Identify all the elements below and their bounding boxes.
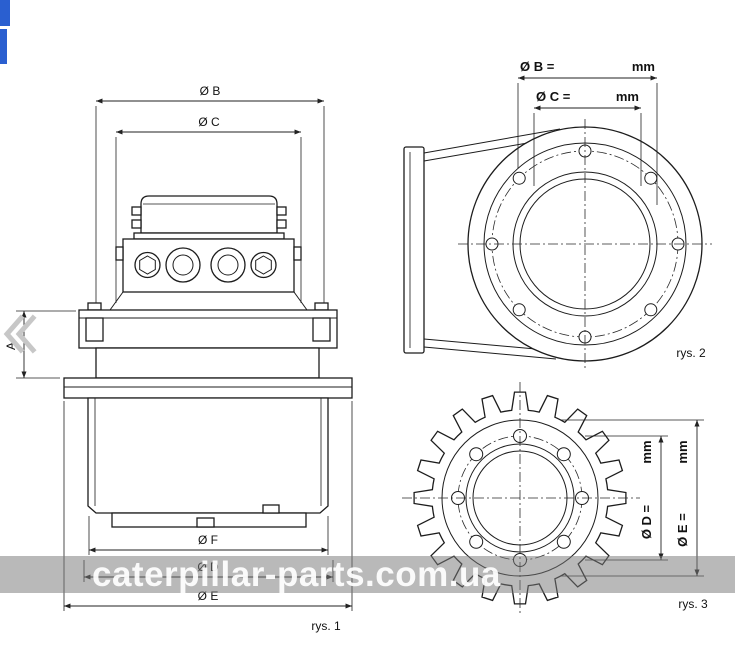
fig2-dim-b-label: Ø B = [520, 59, 555, 74]
left-edge-accent-top [0, 0, 10, 26]
fig3-caption: rys. 3 [678, 597, 708, 611]
fig2-dim-c-unit: mm [616, 89, 639, 104]
fig3-dim-d-label: Ø D = [639, 504, 654, 539]
fig3-dim-e-unit: mm [675, 440, 690, 463]
fig1-drum-housing [63, 377, 353, 528]
left-edge-accent [0, 29, 7, 64]
final-drive-front-view: Ø B Ø C A Ø F Ø D Ø E rys. 1 [4, 84, 353, 633]
fig3-sprocket [402, 382, 640, 614]
fig1-caption: rys. 1 [311, 619, 341, 633]
drive-sprocket-view: Ø D = mm Ø E = mm rys. 3 [402, 382, 708, 614]
fig1-upper-flange [78, 291, 338, 379]
fig2-dim-b-unit: mm [632, 59, 655, 74]
fig3-dim-e-label: Ø E = [675, 513, 690, 547]
fig2-caption: rys. 2 [676, 346, 706, 360]
watermark-text: caterpillar-parts.com.ua [92, 554, 501, 594]
watermark-bar: caterpillar-parts.com.ua [0, 554, 735, 594]
fig1-dim-f-label: Ø F [198, 533, 218, 547]
fig1-dim-c-label: Ø C [198, 115, 220, 129]
fig1-valve-block [115, 238, 302, 293]
fig2-flange-plate [403, 146, 425, 354]
fig1-dim-b-label: Ø B [200, 84, 221, 98]
fig1-motor-cover [131, 195, 287, 240]
fig1-dim-a-label: A [4, 342, 18, 350]
fig3-dim-d-unit: mm [639, 440, 654, 463]
fig2-dim-c-label: Ø C = [536, 89, 571, 104]
fig2-housing-body [423, 119, 712, 369]
motor-housing-side-view: Ø B = mm Ø C = mm rys. 2 [403, 59, 712, 369]
gallery-prev-icon[interactable] [0, 310, 38, 358]
